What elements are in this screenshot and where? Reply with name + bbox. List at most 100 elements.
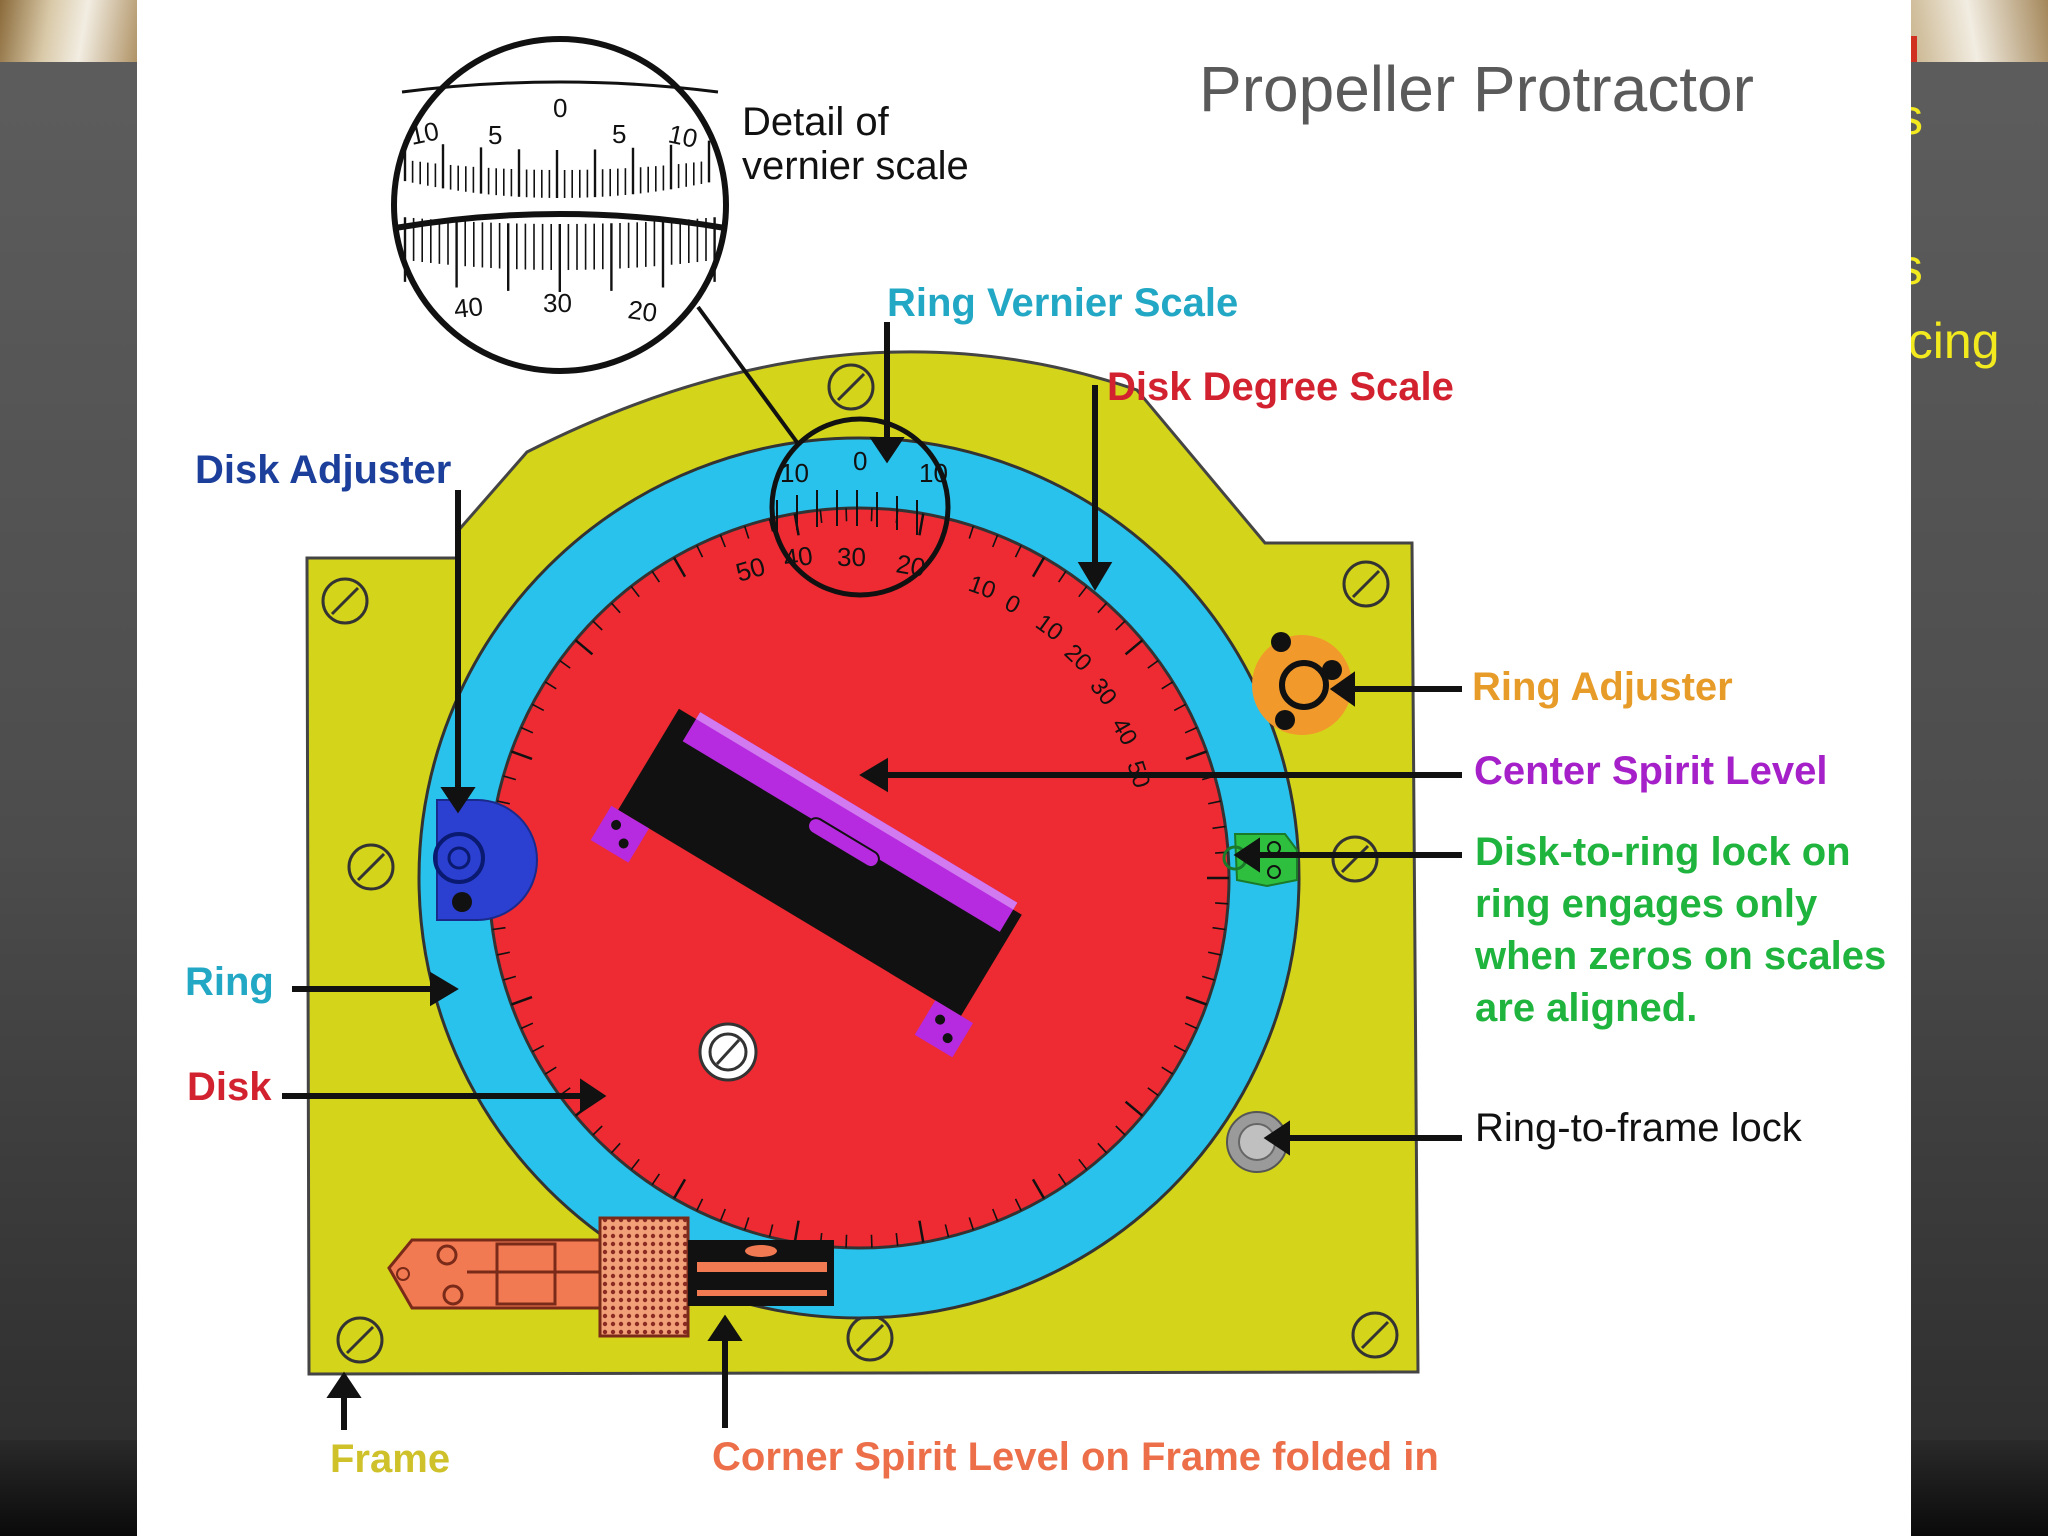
vernier-detail-bottom-ticks: [403, 217, 716, 292]
disk-tick: [743, 1217, 750, 1231]
disk-tick: [630, 585, 640, 598]
disk-tick: [1185, 995, 1208, 1006]
slide-title: Propeller Protractor: [1199, 53, 1754, 125]
disk-tick: [496, 951, 510, 956]
screw-icon: [1351, 1311, 1399, 1359]
disk-tick: [793, 1220, 800, 1243]
disk-tick: [895, 1232, 899, 1247]
screw-icon: [827, 363, 875, 411]
vernier-detail-top-number: 5: [612, 119, 626, 149]
ring-adjuster: [1252, 632, 1352, 735]
label-center-spirit-level: Center Spirit Level: [1474, 749, 1828, 793]
disk-tick: [1173, 703, 1187, 712]
disk-tick: [531, 703, 545, 712]
disk-tick: [1147, 1087, 1159, 1097]
vernier-detail-bottom-number: 40: [452, 291, 484, 324]
disk-tick: [544, 681, 557, 690]
disk-tick: [574, 639, 594, 656]
label-corner-spirit-level: Corner Spirit Level on Frame folded in: [712, 1435, 1439, 1479]
disk-tick: [1161, 1066, 1174, 1075]
disk-tick: [559, 659, 571, 669]
screw-icon: [336, 1316, 384, 1364]
disk-tick: [696, 545, 704, 558]
vernier-detail-top-number: 0: [553, 93, 567, 123]
disk-tick: [1097, 1142, 1108, 1154]
vernier-detail-top-number: 5: [488, 120, 502, 150]
disk-tick: [991, 1208, 999, 1222]
small-vernier-top: 0: [853, 446, 867, 476]
disk-tick: [944, 1224, 950, 1238]
disk-tick: [672, 556, 687, 578]
label-disk: Disk: [187, 1065, 272, 1109]
arrow-ring-frame-lock: [1263, 1120, 1462, 1156]
disk-tick: [1161, 681, 1174, 690]
arrow-disk-ring-lock: [1233, 837, 1462, 873]
disk-tick: [1014, 1198, 1022, 1211]
label-ring-adjuster: Ring Adjuster: [1472, 665, 1733, 709]
disk-tick: [1185, 750, 1208, 761]
disk-tick: [743, 525, 750, 539]
screw-icon: [347, 843, 395, 891]
small-vernier-magnifier: [769, 416, 951, 598]
disk-tick: [1215, 902, 1229, 905]
background-red-mark: [1911, 36, 1917, 62]
vernier-detail-top-ticks: [403, 139, 711, 198]
background-right-panel: [1911, 0, 2048, 1536]
disk-tick: [503, 775, 517, 781]
label-disk-to-ring-lock: Disk-to-ring lock on ring engages only w…: [1475, 830, 1887, 1030]
disk-tick: [510, 995, 533, 1006]
screw-icon: [1342, 560, 1390, 608]
disk-tick: [1212, 926, 1226, 931]
disk-tick: [1173, 1044, 1187, 1053]
protractor-diagram: 10 0 10 20 30 40 50 10 0 10 50 40 30 20: [282, 36, 1462, 1430]
disk-tick: [610, 602, 621, 614]
disk-tick: [503, 975, 517, 981]
disk-tick: [918, 513, 925, 536]
arrow-frame: [326, 1371, 362, 1430]
disk-tick: [630, 1158, 640, 1171]
label-ring-to-frame-lock: Ring-to-frame lock: [1475, 1106, 1802, 1150]
disk-tick: [1031, 556, 1046, 578]
arrow-ring: [292, 971, 459, 1007]
disk-tick: [610, 1142, 621, 1154]
ring-to-frame-lock: [1226, 1111, 1288, 1173]
disk-tick: [1184, 726, 1198, 734]
slide: 10 0 10 20 30 40 50 10 0 10 50 40 30 20: [137, 0, 1911, 1536]
disk-tick: [1014, 545, 1022, 558]
screw-icon: [321, 577, 369, 625]
disk-tick: [1147, 659, 1159, 669]
label-disk-degree-scale: Disk Degree Scale: [1107, 365, 1454, 409]
disk-tick: [492, 926, 506, 931]
disk-tick: [592, 1125, 603, 1136]
frame-screws: [321, 363, 1399, 1364]
disk-tick: [768, 1224, 774, 1238]
disk-tick: [1031, 1178, 1046, 1200]
disk-tick: [531, 1044, 545, 1053]
background-photo-right: [1911, 0, 2048, 62]
disk-tick: [918, 1220, 925, 1243]
small-vernier-bottom: 30: [837, 542, 866, 572]
disk-center-screw-icon: [698, 1022, 758, 1082]
disk-tick: [1057, 1173, 1067, 1186]
disk-tick: [1201, 975, 1215, 981]
disk-tick: [496, 800, 510, 805]
label-frame: Frame: [330, 1437, 451, 1481]
label-ring-vernier-scale: Ring Vernier Scale: [887, 281, 1239, 325]
center-spirit-level: [590, 708, 1022, 1058]
disk-tick: [510, 750, 533, 761]
disk-tick: [1208, 800, 1222, 805]
label-disk-adjuster: Disk Adjuster: [195, 448, 452, 492]
disk-tick: [592, 620, 603, 631]
vernier-detail-bottom-number: 20: [626, 294, 659, 328]
disk-tick: [544, 1066, 557, 1075]
disk-tick: [520, 1022, 534, 1030]
disk-tick: [819, 509, 823, 524]
detail-connector-line: [696, 305, 801, 447]
arrow-disk: [282, 1078, 607, 1114]
background-left-panel: [0, 0, 137, 1536]
pointer-arrows: [282, 322, 1462, 1430]
disk-tick: [1208, 951, 1222, 956]
disk-tick: [1078, 1158, 1088, 1171]
small-vernier-scale: 10 0 10 50 40 30 20: [732, 416, 951, 598]
vernier-detail-bottom-number: 30: [543, 288, 572, 318]
